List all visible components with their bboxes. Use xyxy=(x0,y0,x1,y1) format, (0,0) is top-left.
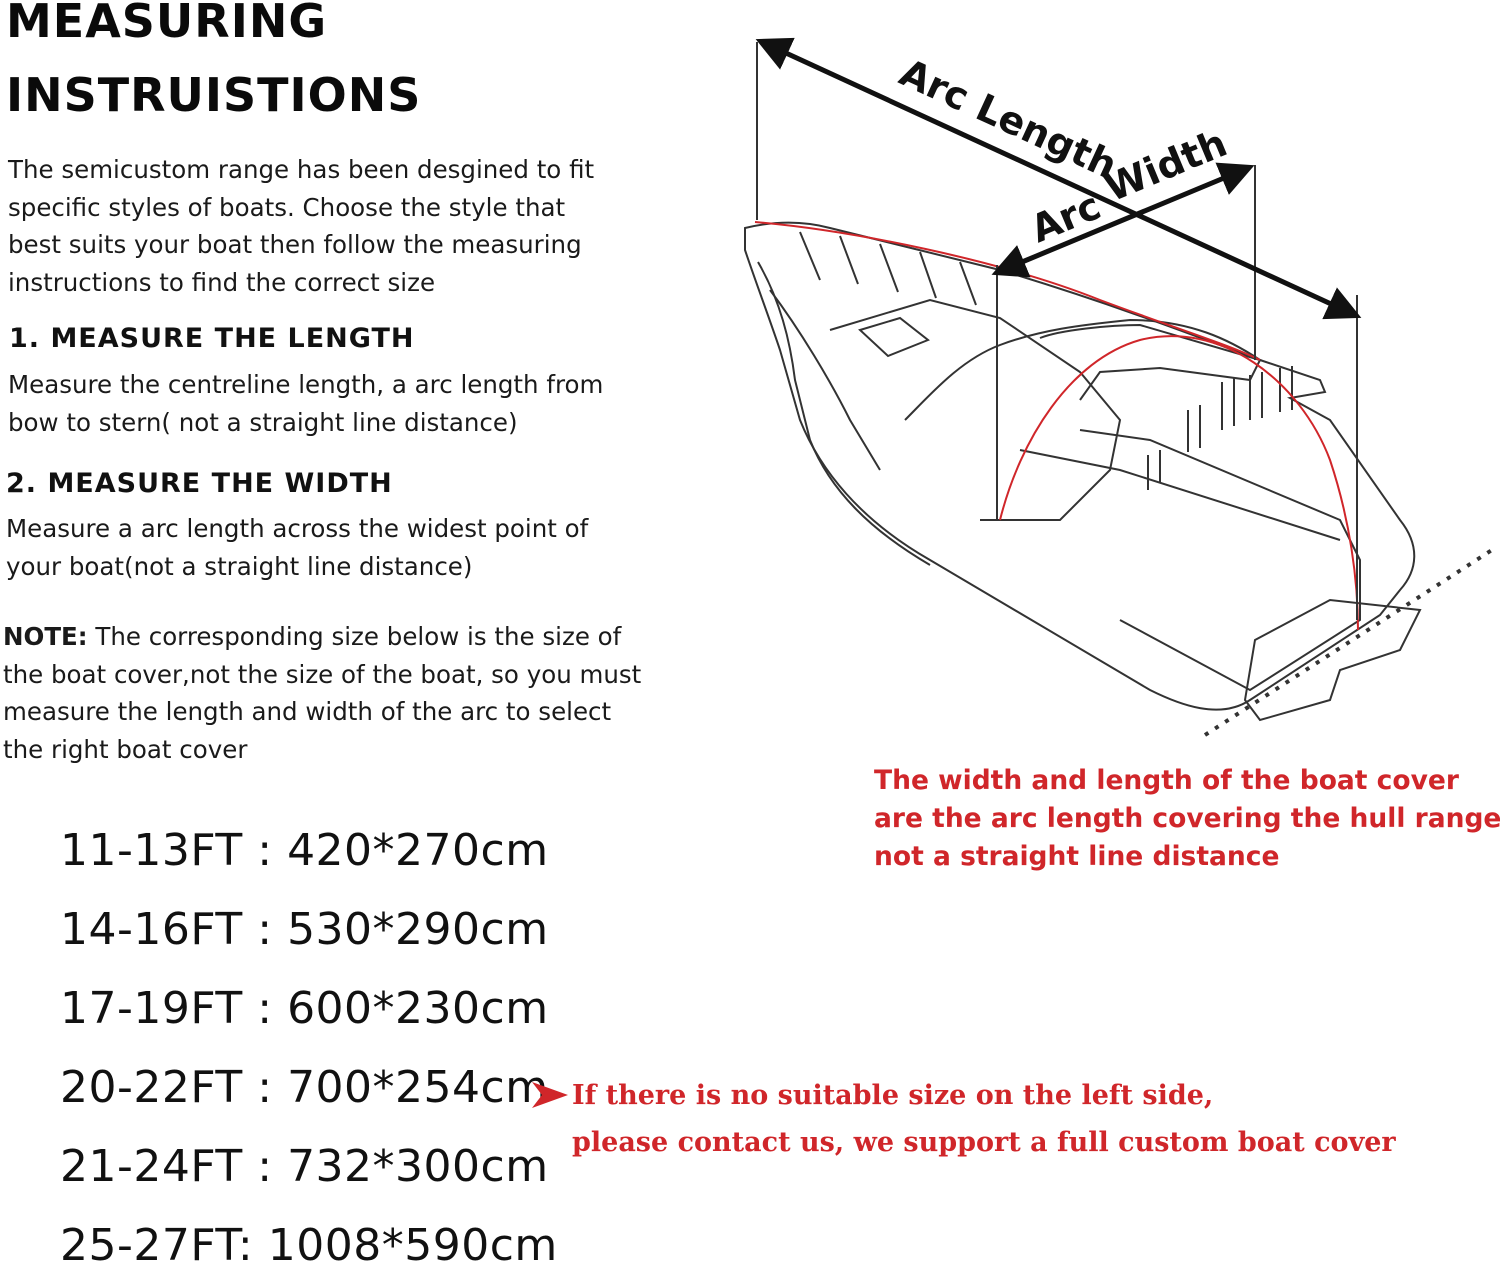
size-row: 17-19FT : 600*230cm xyxy=(60,983,549,1034)
note-line: the boat cover,not the size of the boat,… xyxy=(3,659,642,689)
step2-line: your boat(not a straight line distance) xyxy=(6,551,473,581)
note-line: the right boat cover xyxy=(3,734,248,764)
step2-heading: 2. MEASURE THE WIDTH xyxy=(6,468,393,499)
custom-size-note: If there is no suitable size on the left… xyxy=(572,1072,1396,1166)
note-first-line-text: The corresponding size below is the size… xyxy=(87,622,622,651)
title-line-1: MEASURING xyxy=(6,0,328,48)
step1-line: bow to stern( not a straight line distan… xyxy=(8,407,518,437)
intro-paragraph: The semicustom range has been desgined t… xyxy=(8,151,728,301)
red-arc-lines xyxy=(754,221,1359,631)
width-label: Width xyxy=(1099,121,1233,211)
diagram-note-line: are the arc length covering the hull ran… xyxy=(874,803,1500,834)
diagram-note-line: The width and length of the boat cover xyxy=(874,765,1459,796)
diagram-note-line: not a straight line distance xyxy=(874,841,1280,872)
size-row: 20-22FT : 700*254cm xyxy=(60,1062,549,1113)
boat-measurement-diagram: Arc Length Arc Width xyxy=(744,37,1497,737)
intro-line: specific styles of boats. Choose the sty… xyxy=(8,192,566,222)
centreline-dotted xyxy=(1203,546,1497,737)
step2-line: Measure a arc length across the widest p… xyxy=(6,514,589,543)
red-arrow-icon xyxy=(532,1082,568,1108)
size-row: 11-13FT : 420*270cm xyxy=(60,825,549,876)
diagram-note: The width and length of the boat cover a… xyxy=(874,762,1500,876)
arc-length-arrow xyxy=(755,37,1362,320)
intro-line: instructions to find the correct size xyxy=(8,267,436,297)
note-label: NOTE: xyxy=(3,622,88,651)
title-line-2: INSTRUISTIONS xyxy=(6,68,422,122)
note-first-line: NOTE: The corresponding size below is th… xyxy=(3,618,743,656)
step2-text: Measure a arc length across the widest p… xyxy=(6,510,726,585)
size-row: 25-27FT: 1008*590cm xyxy=(60,1220,558,1271)
note-line: measure the length and width of the arc … xyxy=(3,697,612,726)
arc-width-arrow xyxy=(991,162,1255,278)
step1-line: Measure the centreline length, a arc len… xyxy=(8,370,604,399)
custom-note-line: If there is no suitable size on the left… xyxy=(572,1080,1214,1111)
intro-line: The semicustom range has been desgined t… xyxy=(8,155,595,184)
size-row: 21-24FT : 732*300cm xyxy=(60,1141,549,1192)
custom-note-line: please contact us, we support a full cus… xyxy=(572,1127,1396,1158)
intro-line: best suits your boat then follow the mea… xyxy=(8,230,582,259)
step1-text: Measure the centreline length, a arc len… xyxy=(8,366,728,441)
size-row: 14-16FT : 530*290cm xyxy=(60,904,549,955)
step1-heading: 1. MEASURE THE LENGTH xyxy=(9,323,415,354)
note-paragraph: NOTE: The corresponding size below is th… xyxy=(3,618,743,768)
